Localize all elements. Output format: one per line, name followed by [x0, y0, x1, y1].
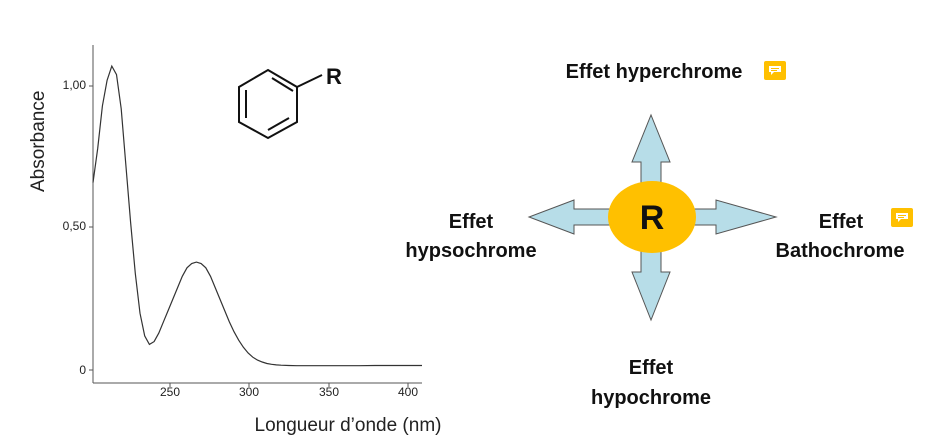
y-tick-label: 0 [79, 363, 86, 377]
absorbance-curve [92, 64, 422, 367]
benzene-ring [238, 68, 298, 140]
double-bond [267, 117, 290, 131]
substituent-bond [296, 74, 323, 88]
substituent-label: R [326, 64, 342, 89]
double-bond [271, 77, 294, 92]
label-hypsochrome-line1: Effet [449, 211, 494, 233]
x-axis-title: Longueur d’onde (nm) [255, 415, 442, 436]
label-bathochrome-line1: Effet [819, 211, 864, 233]
label-hypochrome-line2: hypochrome [591, 387, 711, 409]
comment-icon[interactable] [764, 61, 786, 80]
x-tick-label: 300 [239, 385, 259, 399]
label-bathochrome-line2: Bathochrome [776, 240, 905, 262]
center-circle [608, 181, 696, 253]
label-hyperchrome: Effet hyperchrome [566, 61, 743, 83]
absorbance-chart: Absorbance 1,00 0,50 0 250 300 350 400 L… [28, 45, 441, 436]
center-label: R [640, 199, 665, 237]
comment-icon[interactable] [891, 208, 913, 227]
y-tick-label: 1,00 [63, 78, 87, 92]
label-hypochrome-line1: Effet [629, 357, 674, 379]
x-tick-label: 250 [160, 385, 180, 399]
y-tick-label: 0,50 [63, 219, 87, 233]
x-tick-label: 400 [398, 385, 418, 399]
arrow-left [527, 199, 616, 235]
effects-diagram: R Effet hyperchrome Effet hypsochrome Ef… [405, 61, 904, 409]
label-hypsochrome-line2: hypsochrome [405, 240, 536, 262]
x-tick-label: 350 [319, 385, 339, 399]
y-axis-title: Absorbance [28, 91, 49, 192]
arrow-right [689, 199, 778, 235]
benzene-structure [238, 68, 323, 140]
